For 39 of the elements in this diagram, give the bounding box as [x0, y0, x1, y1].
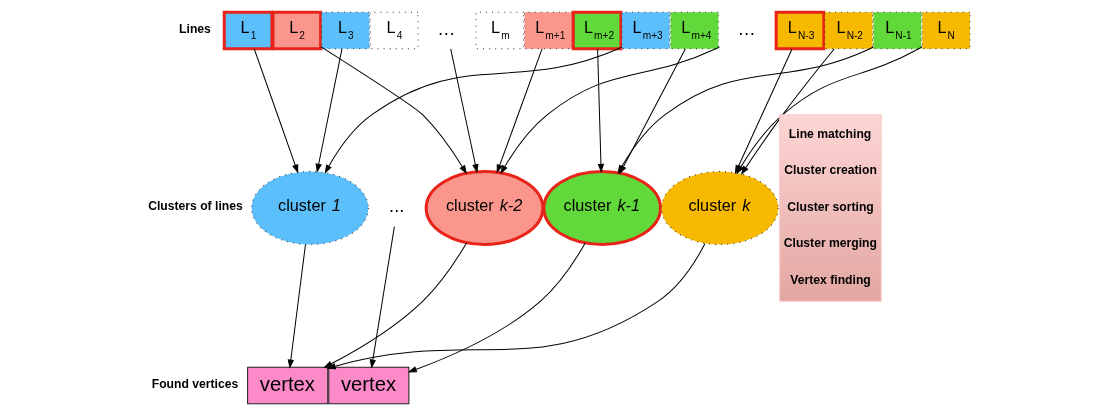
- node-box: L$_{N-1}$: [872, 11, 922, 50]
- label: Lines: [178, 21, 211, 36]
- arrow: [596, 48, 604, 173]
- node-box: L$_{m+3}$: [620, 11, 670, 50]
- node-ellipse: cluster 1: [250, 170, 369, 246]
- node-ellipse: cluster k-2: [424, 169, 544, 247]
- arrow: [324, 46, 622, 174]
- arrow: [315, 48, 342, 173]
- node-box: L$_{N-2}$: [823, 11, 873, 50]
- arrow: [326, 243, 706, 370]
- arrow: [369, 225, 395, 369]
- node-box: L$_{m+2}$: [571, 10, 622, 51]
- node-box: L$_{N-3}$: [774, 10, 825, 51]
- arrow: [407, 242, 586, 373]
- node-box: L$_{3}$: [320, 11, 370, 50]
- node-box: Line matching Cluster creation Cluster sorting Cluster merging Vertex finding: [778, 114, 882, 302]
- label: Found vertices: [151, 376, 238, 391]
- arrow: [449, 48, 478, 174]
- node-box: L$_{2}$: [270, 10, 322, 51]
- arrow: [319, 46, 467, 175]
- node-box: vertex: [327, 366, 409, 405]
- node-text: …: [737, 17, 756, 39]
- node-ellipse: cluster k-1: [541, 169, 662, 247]
- node-box: L$_{N}$: [921, 11, 970, 50]
- node-box: L$_{m}$: [474, 11, 524, 50]
- node-text: …: [436, 17, 456, 39]
- arrow: [287, 244, 306, 369]
- node-box: L$_{m+1}$: [523, 11, 573, 50]
- arrow: [496, 48, 543, 174]
- node-ellipse: cluster k: [660, 170, 779, 246]
- arrow: [253, 48, 298, 174]
- node-box: L$_{1}$: [222, 10, 273, 51]
- node-box: L$_{m+4}$: [669, 11, 719, 50]
- arrow: [322, 242, 467, 368]
- node-text: ...: [388, 195, 404, 217]
- node-box: vertex: [246, 366, 328, 405]
- arrow: [740, 48, 835, 175]
- label: Clusters of lines: [147, 199, 243, 214]
- node-box: L$_{4}$: [369, 11, 419, 50]
